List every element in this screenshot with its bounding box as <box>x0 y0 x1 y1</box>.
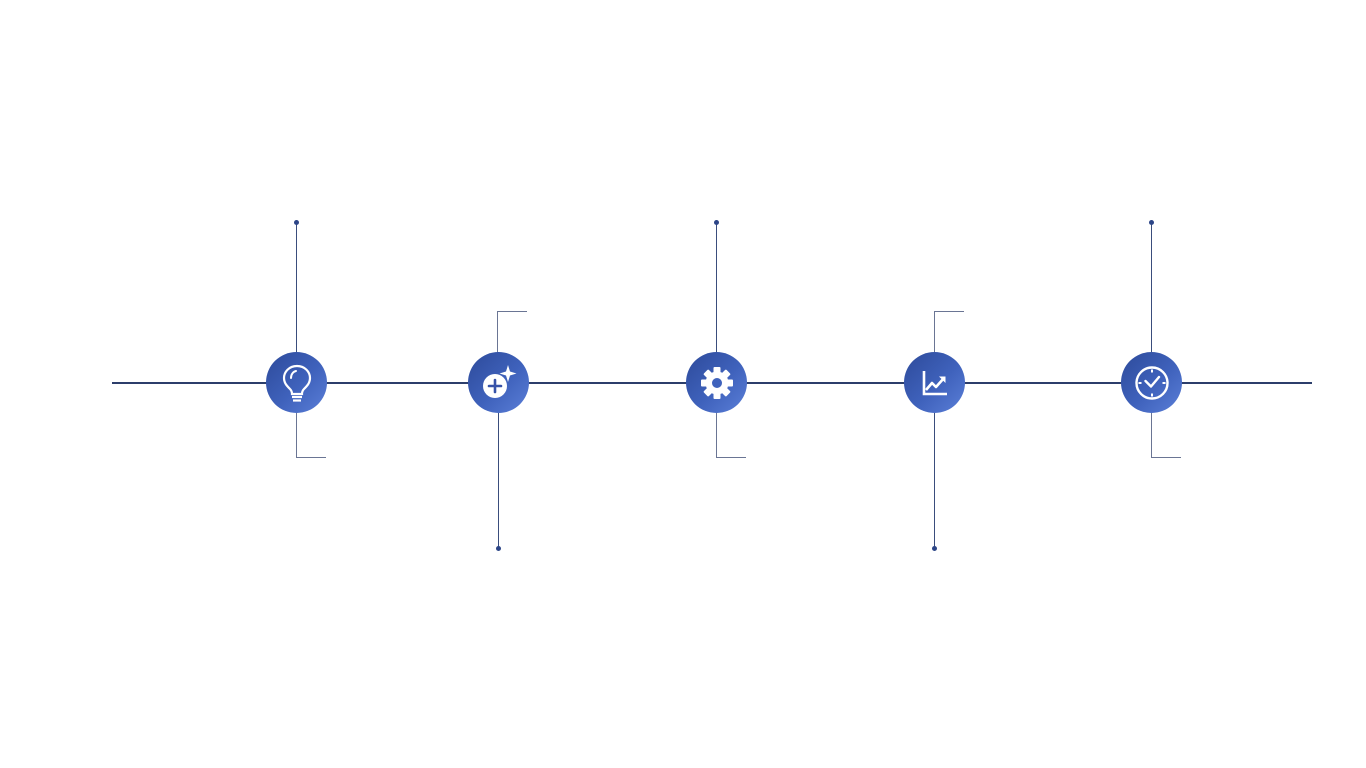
bracket-2 <box>497 311 527 312</box>
bracket-4 <box>934 311 964 312</box>
clock-icon <box>1134 365 1169 400</box>
stem-down-4 <box>934 412 935 548</box>
timeline-node-1 <box>266 352 327 413</box>
stem-up-1 <box>296 222 297 353</box>
bracket-vert-2 <box>497 311 498 353</box>
bracket-vert-4 <box>934 311 935 353</box>
timeline-node-4 <box>904 352 965 413</box>
stem-dot-5 <box>1149 220 1154 225</box>
timeline-node-3 <box>686 352 747 413</box>
bracket-1 <box>296 457 326 458</box>
stem-up-5 <box>1151 222 1152 353</box>
stem-dot-1 <box>294 220 299 225</box>
bracket-vert-1 <box>296 412 297 457</box>
stem-dot-3 <box>714 220 719 225</box>
bracket-5 <box>1151 457 1181 458</box>
bracket-vert-3 <box>716 412 717 457</box>
timeline-node-2 <box>468 352 529 413</box>
bracket-vert-5 <box>1151 412 1152 457</box>
gear-icon <box>700 366 733 399</box>
lightbulb-icon <box>282 364 311 402</box>
stem-dot-2 <box>496 546 501 551</box>
bracket-3 <box>716 457 746 458</box>
add-sparkle-icon <box>482 364 516 398</box>
stem-down-2 <box>498 412 499 548</box>
stem-dot-4 <box>932 546 937 551</box>
stem-up-3 <box>716 222 717 353</box>
trend-chart-icon <box>922 370 947 395</box>
timeline-node-5 <box>1121 352 1182 413</box>
